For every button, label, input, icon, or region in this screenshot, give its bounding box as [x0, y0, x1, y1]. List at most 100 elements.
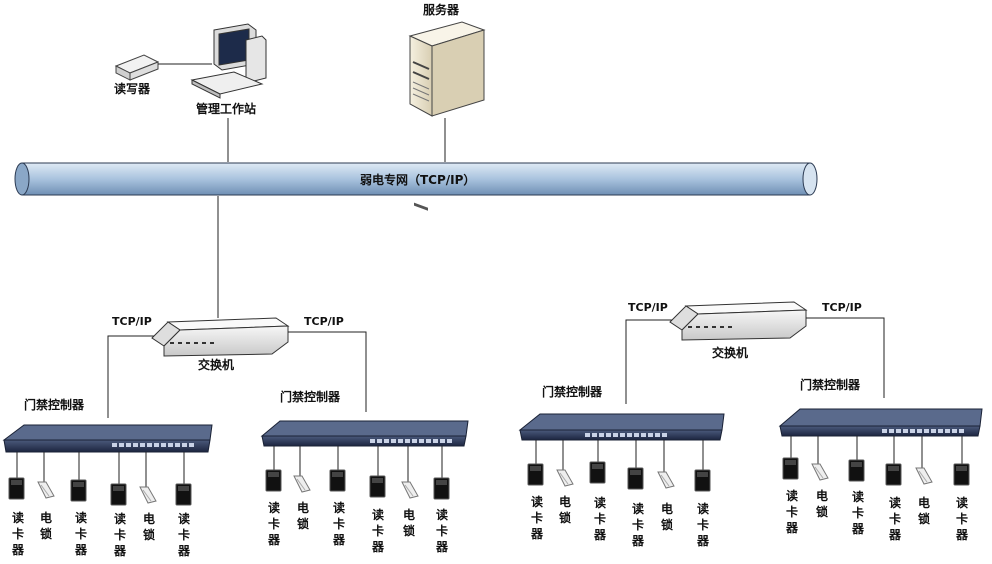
- controller-port: [426, 439, 431, 443]
- left-switch-label: 交换机: [198, 357, 234, 372]
- electric-lock-label: 锁: [816, 504, 828, 519]
- card-reader-label: 读: [114, 511, 126, 526]
- card-reader-label: 器: [593, 528, 607, 542]
- electric-lock-icon: [657, 471, 675, 489]
- card-reader-label: 卡: [852, 505, 864, 520]
- card-reader-label: 器: [851, 522, 865, 536]
- card-reader-icon: [627, 467, 644, 490]
- electric-lock-label: 锁: [661, 517, 673, 532]
- card-reader-label: 读: [632, 501, 644, 516]
- card-reader-label: 卡: [956, 511, 968, 526]
- electric-lock-icon: [556, 469, 574, 487]
- card-reader-label: 卡: [436, 523, 448, 538]
- card-reader-label: 读: [889, 495, 901, 510]
- electric-lock-label: 电: [816, 488, 828, 503]
- card-reader-label: 器: [785, 521, 799, 535]
- controller-port: [112, 443, 117, 447]
- controller-port: [945, 429, 950, 433]
- card-reader-label: 读: [75, 510, 87, 525]
- card-reader-label: 读: [372, 507, 384, 522]
- controller-3-label: 门禁控制器: [542, 384, 603, 399]
- card-reader-label: 读: [268, 500, 280, 515]
- card-reader-label: 卡: [594, 511, 606, 526]
- controller-port: [133, 443, 138, 447]
- controller-port: [405, 439, 410, 443]
- controller-port: [959, 429, 964, 433]
- controller-port: [931, 429, 936, 433]
- controller-port: [447, 439, 452, 443]
- card-reader-icon: [953, 463, 970, 486]
- card-reader-label: 器: [530, 527, 544, 541]
- reader-writer-label: 读写器: [114, 81, 151, 96]
- controller-port: [189, 443, 194, 447]
- controller-port: [662, 433, 667, 437]
- electric-lock-label: 锁: [297, 516, 309, 531]
- card-reader-icon: [433, 477, 450, 500]
- left-switch-link-b: [288, 331, 367, 412]
- left-switch-link-a: [107, 335, 154, 418]
- electric-lock-label: 电: [297, 500, 309, 515]
- card-reader-label: 读: [956, 495, 968, 510]
- controller-port: [917, 429, 922, 433]
- electric-lock-label: 锁: [559, 510, 571, 525]
- controller-port: [938, 429, 943, 433]
- controller-port: [119, 443, 124, 447]
- card-reader-icon: [110, 483, 127, 506]
- controller-2-label: 门禁控制器: [280, 389, 341, 404]
- electric-lock-icon: [37, 481, 55, 499]
- controller-1-icon: [2, 424, 213, 453]
- card-reader-label: 器: [74, 543, 88, 557]
- card-reader-label: 器: [888, 528, 902, 542]
- card-reader-label: 器: [11, 543, 25, 557]
- card-reader-label: 器: [267, 533, 281, 547]
- right-tcpip-b: TCP/IP: [822, 301, 862, 314]
- card-reader-label: 卡: [531, 510, 543, 525]
- controller-1-label: 门禁控制器: [24, 397, 85, 412]
- card-reader-label: 读: [531, 494, 543, 509]
- electric-lock-label: 锁: [403, 523, 415, 538]
- card-reader-label: 器: [113, 544, 127, 558]
- controller-port: [384, 439, 389, 443]
- controller-port: [641, 433, 646, 437]
- card-reader-label: 卡: [12, 526, 24, 541]
- card-reader-label: 读: [852, 489, 864, 504]
- card-reader-label: 器: [435, 540, 449, 554]
- card-reader-label: 读: [333, 500, 345, 515]
- controller-port: [599, 433, 604, 437]
- right-switch-link-b: [806, 317, 885, 398]
- controller-port: [182, 443, 187, 447]
- card-reader-label: 卡: [333, 516, 345, 531]
- card-reader-icon: [8, 477, 25, 500]
- card-reader-label: 器: [696, 534, 710, 548]
- controller-port: [147, 443, 152, 447]
- electric-lock-icon: [293, 475, 311, 493]
- electric-lock-label: 电: [661, 501, 673, 516]
- controller-port: [154, 443, 159, 447]
- card-reader-label: 读: [697, 501, 709, 516]
- controller-4-icon: [778, 408, 983, 437]
- card-reader-label: 卡: [114, 527, 126, 542]
- controller-port: [391, 439, 396, 443]
- electric-lock-label: 电: [918, 495, 930, 510]
- card-reader-label: 卡: [697, 517, 709, 532]
- card-reader-label: 卡: [786, 504, 798, 519]
- controller-port: [585, 433, 590, 437]
- electric-lock-icon: [401, 481, 419, 499]
- card-reader-icon: [175, 483, 192, 506]
- controller-port: [440, 439, 445, 443]
- workstation-label: 管理工作站: [196, 101, 256, 116]
- left-tcpip-a: TCP/IP: [112, 315, 152, 328]
- controller-port: [620, 433, 625, 437]
- right-switch-link-a: [625, 319, 672, 404]
- controller-port: [648, 433, 653, 437]
- card-reader-icon: [885, 463, 902, 486]
- controller-port: [140, 443, 145, 447]
- card-reader-label: 卡: [889, 511, 901, 526]
- right-switch-icon: [669, 301, 808, 341]
- card-reader-label: 器: [631, 534, 645, 548]
- card-reader-label: 卡: [178, 527, 190, 542]
- controller-port: [634, 433, 639, 437]
- controller-port: [882, 429, 887, 433]
- electric-lock-icon: [139, 486, 157, 504]
- right-tcpip-a: TCP/IP: [628, 301, 668, 314]
